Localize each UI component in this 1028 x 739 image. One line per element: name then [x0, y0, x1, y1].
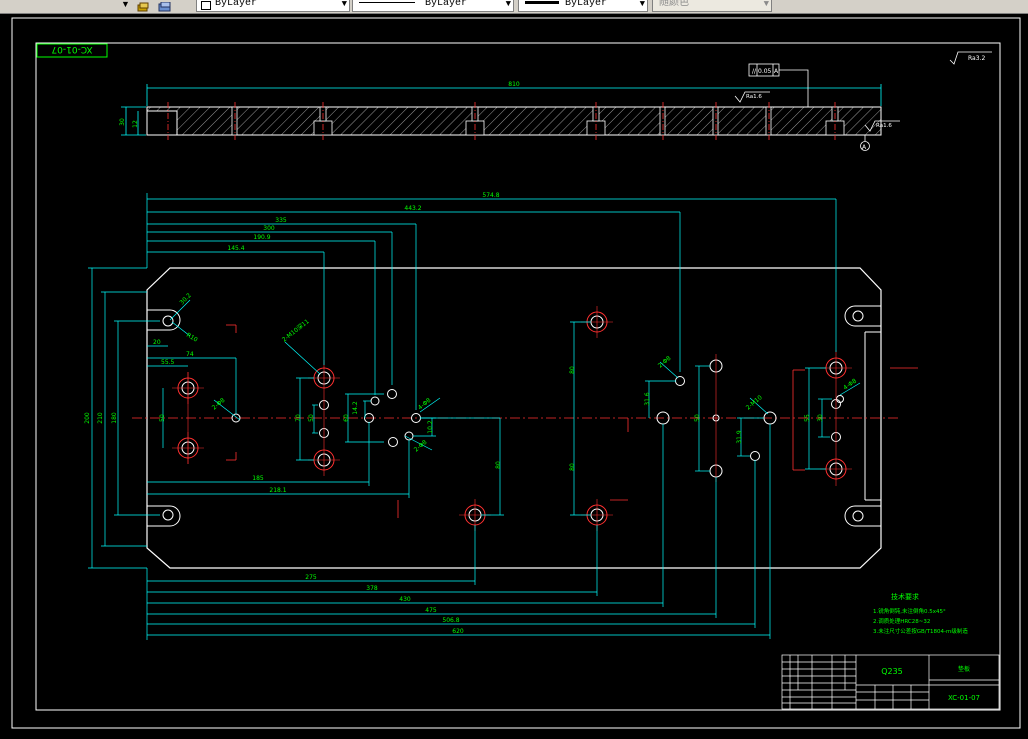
- tech-note-line: 2.调质处理HRC28~32: [873, 617, 930, 625]
- svg-text:185: 185: [252, 475, 264, 482]
- plan-view: 574.8 443.2 335 300 190.9 145.4 200 210 …: [84, 192, 918, 640]
- tech-note-line: 1.锐角倒钝,未注倒角0.5x45°: [873, 607, 946, 615]
- title-drawing-number: XC-01-07: [948, 694, 980, 702]
- tolerance-value: 0.05: [758, 68, 772, 75]
- dropdown-arrow-icon[interactable]: ▼: [121, 0, 130, 9]
- lineweight-dropdown-value: ByLayer: [565, 0, 608, 9]
- svg-text:506.8: 506.8: [442, 617, 459, 624]
- svg-text:475: 475: [425, 607, 437, 614]
- lineweight-sample: [525, 1, 559, 4]
- svg-text:4-Φ8: 4-Φ8: [417, 397, 433, 412]
- svg-text:80: 80: [569, 366, 576, 374]
- technical-notes: 技术要求 1.锐角倒钝,未注倒角0.5x45° 2.调质处理HRC28~32 3…: [873, 592, 968, 635]
- svg-text:180: 180: [111, 412, 118, 424]
- svg-text:70: 70: [295, 414, 302, 422]
- chevron-down-icon: ▼: [341, 0, 347, 9]
- title-block: Q235 垫板 XC-01-07: [781, 654, 1000, 710]
- svg-text://: //: [752, 68, 757, 75]
- svg-text:620: 620: [452, 628, 464, 635]
- color-dropdown-value: ByLayer: [215, 0, 258, 9]
- section-step-dim: 12: [132, 120, 139, 128]
- layer-previous-icon[interactable]: [158, 0, 172, 12]
- tech-notes-title: 技术要求: [891, 592, 919, 601]
- roughness-side-label: Ra1.6: [876, 123, 892, 129]
- svg-text:31.9: 31.9: [736, 430, 743, 444]
- svg-text:4-Φ8: 4-Φ8: [842, 377, 858, 391]
- svg-text:55: 55: [804, 414, 811, 422]
- linetype-dropdown[interactable]: ByLayer ▼: [352, 0, 514, 12]
- svg-text:200: 200: [84, 412, 91, 424]
- svg-text:20: 20: [153, 339, 161, 346]
- svg-text:2-Φ8: 2-Φ8: [657, 355, 673, 370]
- chevron-down-icon: ▼: [505, 0, 511, 9]
- svg-text:574.8: 574.8: [482, 192, 499, 199]
- svg-text:30: 30: [817, 414, 824, 422]
- drawing-frame: [11, 17, 1021, 729]
- svg-text:335: 335: [275, 217, 287, 224]
- svg-text:145.4: 145.4: [227, 245, 244, 252]
- svg-text:60: 60: [343, 414, 350, 422]
- section-height-dim: 30: [119, 118, 126, 126]
- svg-text:378: 378: [366, 585, 378, 592]
- section-width-dim: 810: [508, 81, 520, 88]
- chevron-down-icon: ▼: [639, 0, 645, 9]
- svg-text:300: 300: [263, 225, 275, 232]
- svg-text:31.6: 31.6: [644, 392, 651, 406]
- color-swatch: [201, 1, 211, 10]
- chevron-down-icon: ▼: [763, 0, 769, 9]
- color-dropdown[interactable]: ByLayer ▼: [196, 0, 350, 12]
- roughness-global-label: Ra3.2: [968, 55, 985, 62]
- svg-text:50: 50: [308, 414, 315, 422]
- svg-text:2-Φ8: 2-Φ8: [211, 397, 227, 412]
- layer-manager-icon[interactable]: [136, 0, 150, 12]
- part-name-label: 垫板: [958, 665, 970, 673]
- dimension-lines: [88, 193, 861, 640]
- datum-letter: A: [774, 68, 779, 75]
- drawing-number-tag-text: XC-01-07: [51, 44, 92, 54]
- plotstyle-dropdown[interactable]: 随颜色 ▼: [652, 0, 772, 12]
- tech-note-line: 3.未注尺寸公差按GB/T1804-m级制造: [873, 627, 968, 635]
- svg-text:443.2: 443.2: [404, 205, 421, 212]
- roughness-top-label: Ra1.6: [746, 94, 762, 100]
- svg-text:10.2: 10.2: [427, 420, 434, 434]
- svg-text:80: 80: [495, 461, 502, 469]
- cross-section-view: 810 30 12 // 0.05 A Ra1.6 Ra1.6 A: [119, 63, 900, 151]
- svg-text:430: 430: [399, 596, 411, 603]
- material-label: Q235: [881, 667, 903, 676]
- svg-text:55.5: 55.5: [161, 359, 175, 366]
- linetype-dropdown-value: ByLayer: [425, 0, 468, 9]
- lineweight-dropdown[interactable]: ByLayer ▼: [518, 0, 648, 12]
- svg-text:2-M10: 2-M10: [745, 394, 764, 412]
- linetype-sample: [359, 2, 415, 3]
- drawing-number-tag: XC-01-07: [36, 43, 108, 58]
- svg-text:2-M10深11: 2-M10深11: [280, 317, 311, 343]
- svg-text:80: 80: [569, 463, 576, 471]
- plotstyle-dropdown-value: 随颜色: [659, 0, 689, 9]
- svg-text:210: 210: [97, 412, 104, 424]
- svg-text:74: 74: [186, 351, 194, 358]
- svg-text:R10: R10: [185, 332, 199, 344]
- properties-toolbar: ▼ ByLayer ▼ ByLayer ▼ ByLayer ▼ 随颜色 ▼: [0, 0, 1028, 14]
- svg-text:50: 50: [694, 414, 701, 422]
- svg-text:190.9: 190.9: [253, 234, 270, 241]
- svg-text:14.2: 14.2: [352, 401, 359, 415]
- svg-text:50: 50: [159, 414, 166, 422]
- svg-text:218.1: 218.1: [269, 487, 286, 494]
- hole-pattern: [162, 306, 864, 531]
- datum-symbol-letter: A: [862, 144, 867, 151]
- drawing-canvas[interactable]: XC-01-07 Ra3.2: [0, 14, 1028, 734]
- roughness-global-symbol: Ra3.2: [949, 51, 992, 65]
- svg-text:275: 275: [305, 574, 317, 581]
